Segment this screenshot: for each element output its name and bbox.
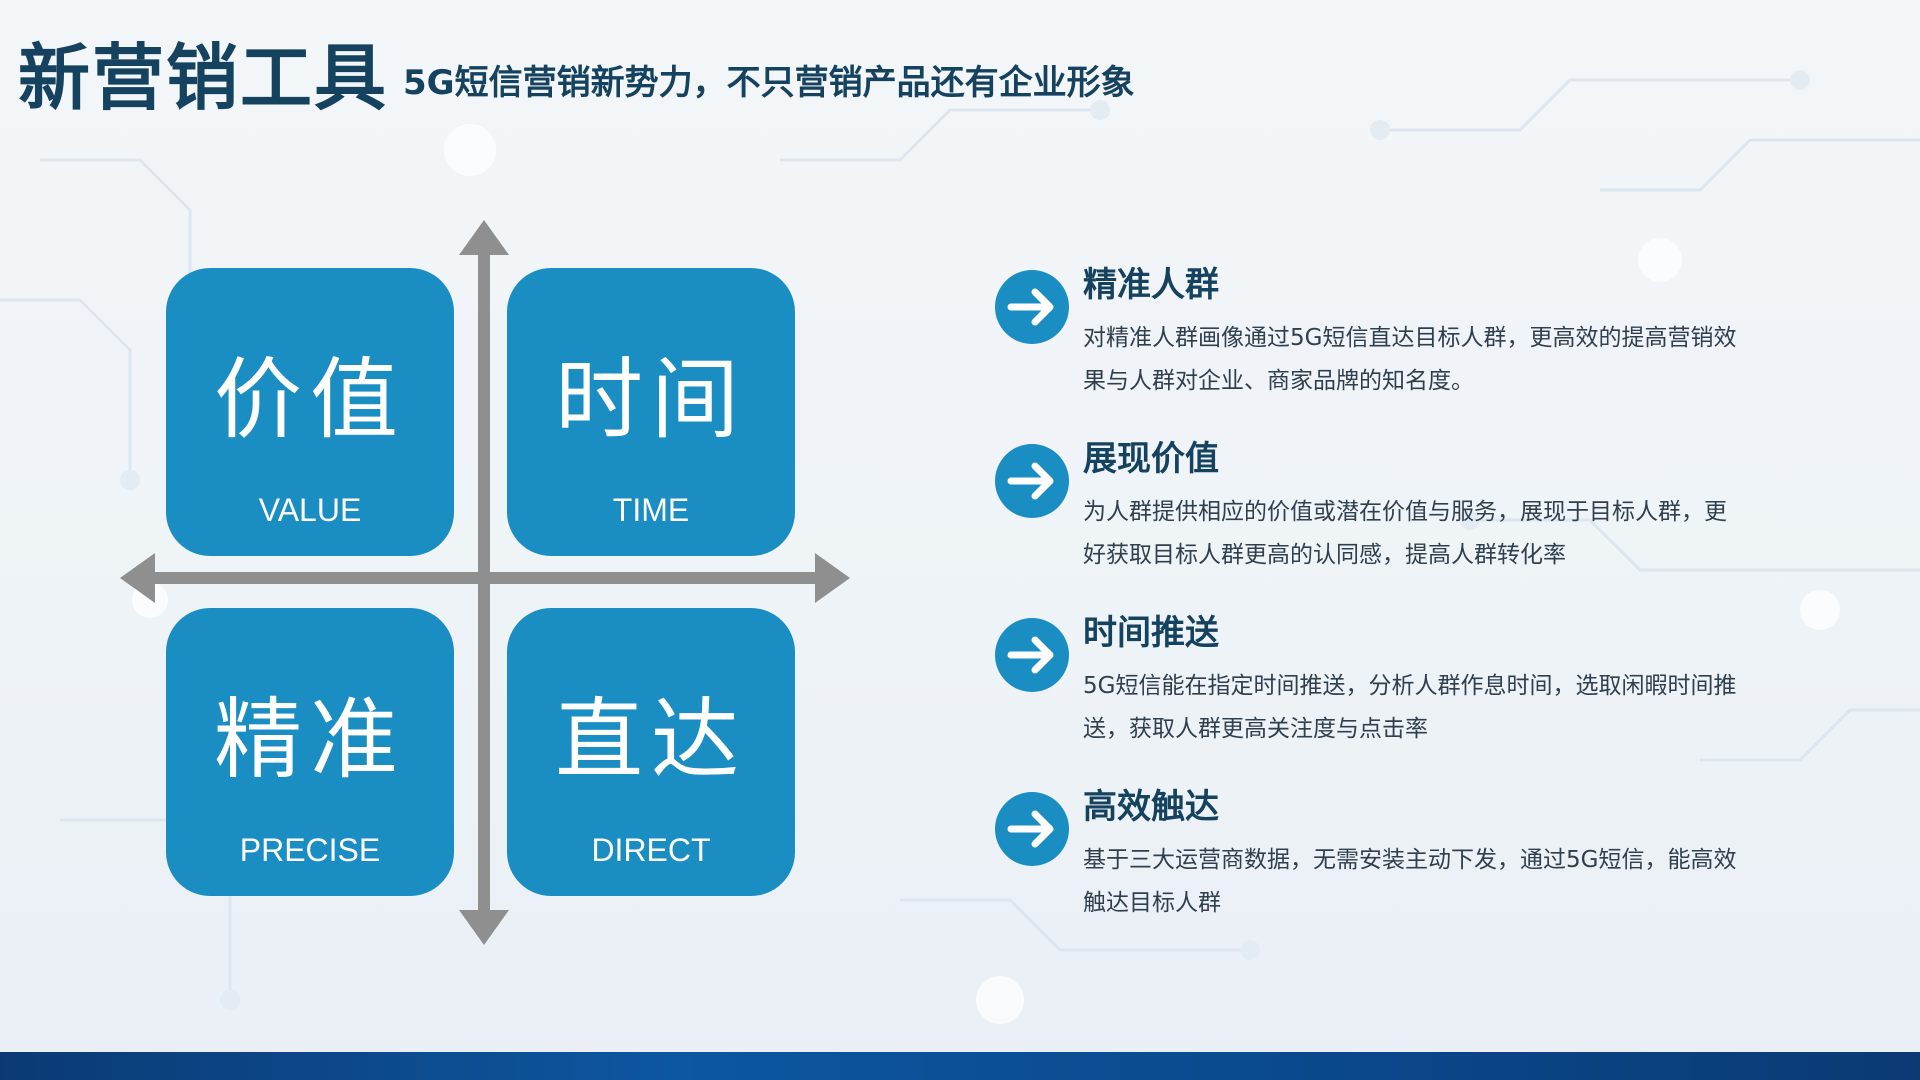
cross-axes — [120, 220, 850, 945]
axis-arrow-right-icon — [815, 553, 850, 603]
feature-description: 5G短信能在指定时间推送，分析人群作息时间，选取闲暇时间推送，获取人群更高关注度… — [1083, 673, 1737, 742]
tile-value: 价值 VALUE — [166, 268, 454, 556]
feature-title: 高效触达 — [1083, 787, 1219, 827]
tile-time-en: TIME — [612, 492, 690, 528]
arrow-right-circle-icon — [995, 444, 1069, 518]
feature-title: 时间推送 — [1083, 613, 1219, 653]
feature-item-precise-audience: 精准人群 对精准人群画像通过5G短信直达目标人群，更高效的提高营销效果与人群对企… — [995, 262, 1755, 422]
feature-item-show-value: 展现价值 为人群提供相应的价值或潜在价值与服务，展现于目标人群，更好获取目标人群… — [995, 436, 1755, 596]
bottom-circuit-band — [0, 1052, 1920, 1080]
axis-arrow-up-icon — [459, 220, 509, 255]
page-subtitle: 5G短信营销新势力，不只营销产品还有企业形象 — [403, 63, 1135, 103]
tile-direct: 直达 DIRECT — [507, 608, 795, 896]
tile-precise-en: PRECISE — [239, 832, 381, 868]
feature-description: 基于三大运营商数据，无需安装主动下发，通过5G短信，能高效触达目标人群 — [1083, 847, 1737, 916]
arrow-right-circle-icon — [995, 270, 1069, 344]
four-quadrant-matrix: 价值 VALUE 时间 TIME 精准 PRECISE 直达 DIRECT — [115, 215, 855, 950]
feature-item-efficient-reach: 高效触达 基于三大运营商数据，无需安装主动下发，通过5G短信，能高效触达目标人群 — [995, 784, 1755, 944]
page-title: 新营销工具 — [18, 36, 389, 120]
tile-value-en: VALUE — [258, 492, 362, 528]
tile-precise: 精准 PRECISE — [166, 608, 454, 896]
arrow-right-circle-icon — [995, 618, 1069, 692]
tile-precise-cn: 精准 — [213, 688, 406, 791]
axis-arrow-down-icon — [459, 910, 509, 945]
feature-title: 精准人群 — [1083, 265, 1219, 305]
feature-description: 为人群提供相应的价值或潜在价值与服务，展现于目标人群，更好获取目标人群更高的认同… — [1083, 499, 1727, 568]
axis-arrow-left-icon — [120, 553, 155, 603]
horizontal-axis — [153, 572, 817, 584]
feature-item-timed-push: 时间推送 5G短信能在指定时间推送，分析人群作息时间，选取闲暇时间推送，获取人群… — [995, 610, 1755, 770]
tile-time-cn: 时间 — [554, 348, 747, 451]
feature-title: 展现价值 — [1083, 439, 1219, 479]
feature-description: 对精准人群画像通过5G短信直达目标人群，更高效的提高营销效果与人群对企业、商家品… — [1083, 325, 1737, 394]
arrow-right-circle-icon — [995, 792, 1069, 866]
tile-direct-cn: 直达 — [554, 688, 747, 791]
tile-time: 时间 TIME — [507, 268, 795, 556]
tile-direct-en: DIRECT — [591, 832, 711, 868]
tile-value-cn: 价值 — [213, 348, 406, 451]
